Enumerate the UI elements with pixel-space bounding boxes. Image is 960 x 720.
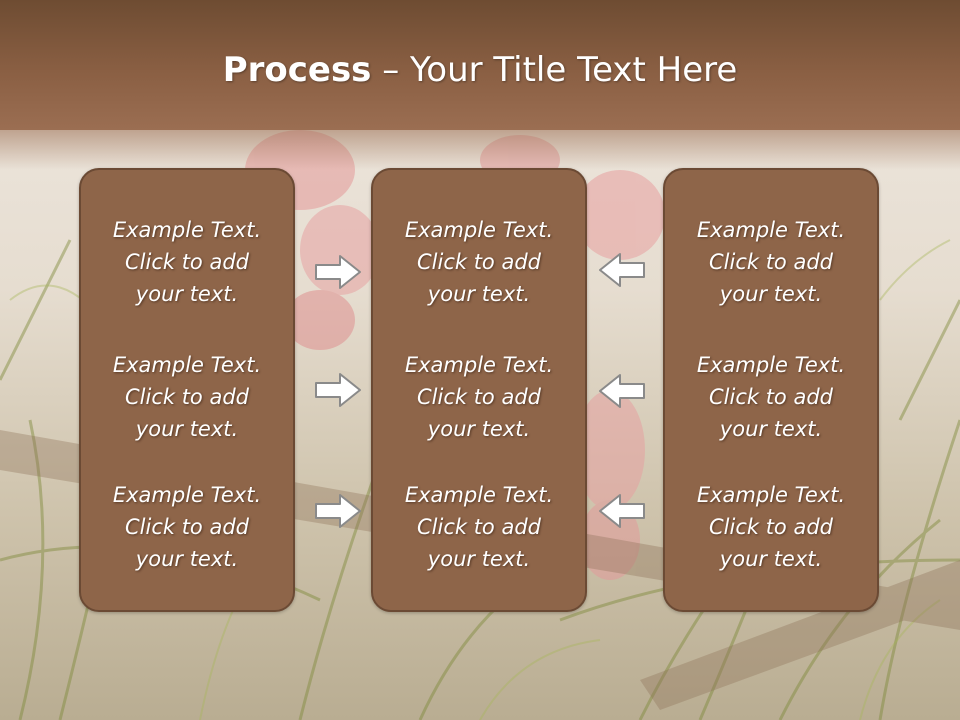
text-line: your text.: [135, 417, 239, 441]
left-arrow-icon: [599, 253, 645, 287]
title-band-fade: [0, 130, 960, 170]
text-line: Example Text.: [404, 483, 554, 507]
text-line: Click to add: [124, 515, 249, 539]
slide-title[interactable]: Process – Your Title Text Here: [0, 50, 960, 90]
panel-text-block[interactable]: Example Text. Click to add your text.: [665, 479, 877, 575]
text-line: Example Text.: [696, 218, 846, 242]
text-line: Example Text.: [696, 483, 846, 507]
panel-text-block[interactable]: Example Text. Click to add your text.: [81, 479, 293, 575]
text-line: your text.: [135, 282, 239, 306]
text-line: Click to add: [708, 385, 833, 409]
text-line: your text.: [719, 547, 823, 571]
panel-text-block[interactable]: Example Text. Click to add your text.: [81, 214, 293, 310]
text-line: Example Text.: [112, 218, 262, 242]
panel-text-block[interactable]: Example Text. Click to add your text.: [373, 479, 585, 575]
panel-text-block[interactable]: Example Text. Click to add your text.: [373, 349, 585, 445]
title-rest-text: – Your Title Text Here: [371, 50, 738, 90]
text-line: your text.: [719, 282, 823, 306]
text-line: your text.: [427, 417, 531, 441]
text-line: Click to add: [708, 515, 833, 539]
process-panel-left[interactable]: Example Text. Click to add your text. Ex…: [79, 168, 295, 612]
text-line: your text.: [427, 547, 531, 571]
panel-text-block[interactable]: Example Text. Click to add your text.: [665, 349, 877, 445]
text-line: Example Text.: [696, 353, 846, 377]
text-line: your text.: [719, 417, 823, 441]
panel-text-block[interactable]: Example Text. Click to add your text.: [373, 214, 585, 310]
text-line: Click to add: [416, 250, 541, 274]
left-arrow-icon: [599, 494, 645, 528]
text-line: Click to add: [124, 250, 249, 274]
text-line: Click to add: [416, 385, 541, 409]
process-panel-center[interactable]: Example Text. Click to add your text. Ex…: [371, 168, 587, 612]
title-bold-text: Process: [222, 50, 372, 90]
text-line: Example Text.: [112, 353, 262, 377]
text-line: Example Text.: [404, 353, 554, 377]
panel-text-block[interactable]: Example Text. Click to add your text.: [665, 214, 877, 310]
text-line: Example Text.: [112, 483, 262, 507]
right-arrow-icon: [315, 255, 361, 289]
text-line: Click to add: [124, 385, 249, 409]
right-arrow-icon: [315, 494, 361, 528]
panel-text-block[interactable]: Example Text. Click to add your text.: [81, 349, 293, 445]
text-line: Example Text.: [404, 218, 554, 242]
left-arrow-icon: [599, 374, 645, 408]
text-line: Click to add: [708, 250, 833, 274]
process-panel-right[interactable]: Example Text. Click to add your text. Ex…: [663, 168, 879, 612]
text-line: Click to add: [416, 515, 541, 539]
right-arrow-icon: [315, 373, 361, 407]
text-line: your text.: [427, 282, 531, 306]
title-band: [0, 0, 960, 130]
text-line: your text.: [135, 547, 239, 571]
